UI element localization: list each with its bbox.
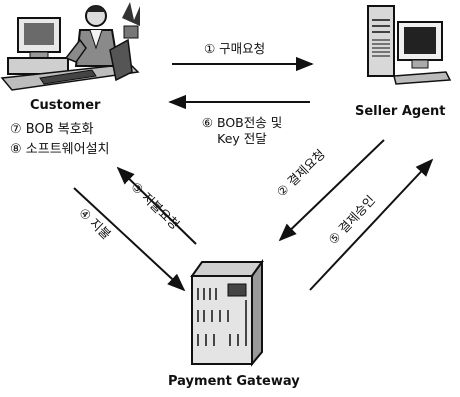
customer-label: Customer: [30, 98, 100, 113]
flow-arrows: [74, 64, 432, 290]
customer-note-8: ⑧ 소프트웨어설치: [10, 138, 110, 157]
payment-gateway-label: Payment Gateway: [168, 374, 300, 389]
arrow-5-gateway-to-seller: [310, 160, 432, 290]
server-tower-icon: [192, 262, 262, 364]
customer-note-7: ⑦ BOB 복호화: [10, 118, 94, 137]
step-6-label-line2: Key 전달: [184, 128, 300, 147]
person-at-computer-icon: [2, 2, 140, 90]
server-computer-icon: [368, 6, 450, 84]
step-1-label: ① 구매요청: [204, 38, 265, 57]
seller-agent-label: Seller Agent: [355, 104, 446, 119]
